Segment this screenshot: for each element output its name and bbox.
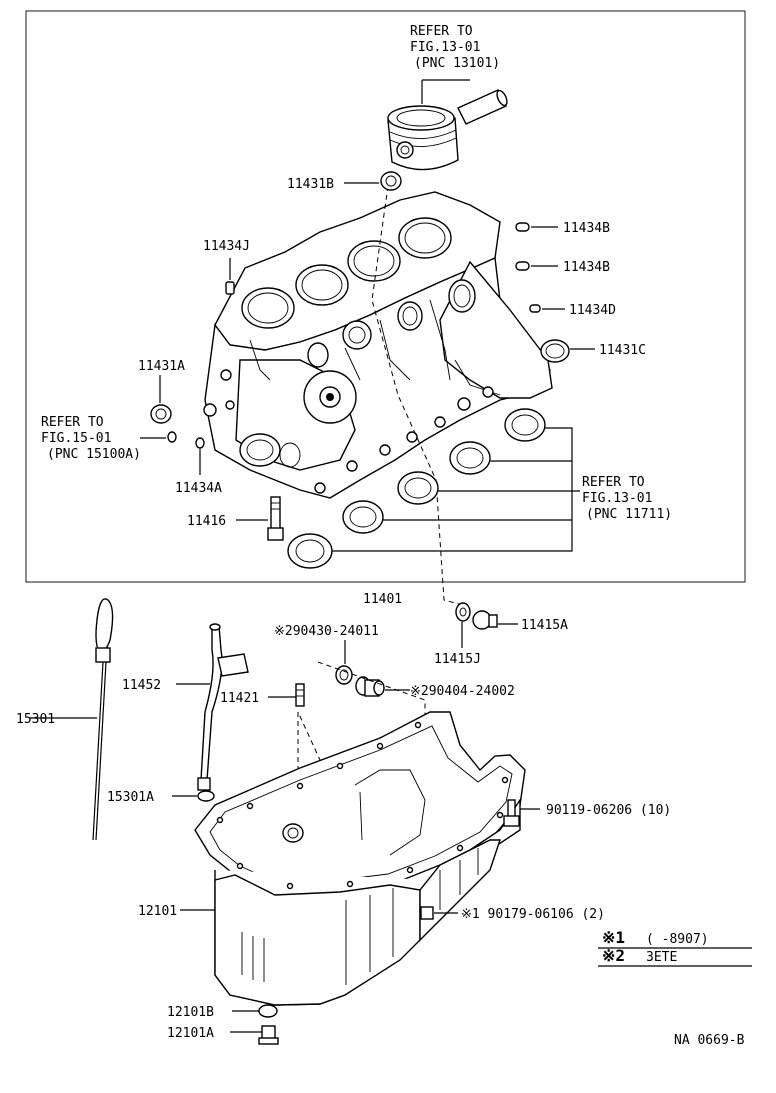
dowel-11434B-1 [515, 222, 530, 232]
label-11434B-1: 11434B [563, 221, 610, 236]
drain-plug-12101A [258, 1025, 279, 1045]
label-11434A: 11434A [175, 481, 222, 496]
refer-piston-line1: REFER TO [410, 24, 473, 39]
label-90119-06206: 90119-06206 (10) [546, 803, 671, 818]
label-11416: 11416 [187, 514, 226, 529]
bore-4 [398, 217, 452, 259]
gasket-11415J [455, 602, 471, 622]
label-12101B: 12101B [167, 1005, 214, 1020]
cylinder-block-group-frame [25, 10, 746, 583]
label-12101A: 12101A [167, 1026, 214, 1041]
applicability-legend: ※1 ( -8907) ※2 3ETE [598, 928, 752, 967]
label-11415A: 11415A [521, 618, 568, 633]
union-290404 [355, 676, 385, 697]
dowel-11434J [225, 281, 235, 295]
label-15301A: 15301A [107, 790, 154, 805]
label-15301: 15301 [16, 712, 55, 727]
bore-1 [241, 287, 295, 329]
refer-pump-line1: REFER TO [41, 415, 104, 430]
plug-11431A [150, 404, 172, 424]
legend-mark-2: ※2 [602, 946, 625, 965]
legend-text-1: ( -8907) [646, 932, 709, 947]
refer-piston-line2: FIG.13-01 [410, 40, 480, 55]
piston-illustration [387, 105, 459, 171]
figure-code: NA 0669-B [674, 1033, 745, 1048]
legend-text-2: 3ETE [646, 950, 677, 965]
refer-piston-line3: (PNC 13101) [414, 56, 500, 71]
label-11415J: 11415J [434, 652, 481, 667]
bolt-11416 [267, 496, 284, 541]
cylinder-block-illustration [203, 191, 553, 499]
refer-pump-line2: FIG.15-01 [41, 431, 111, 446]
label-11401: 11401 [363, 592, 402, 607]
label-11431B: 11431B [287, 177, 334, 192]
label-11452: 11452 [122, 678, 161, 693]
bolt-90119 [503, 799, 520, 827]
label-290430-24011: ※290430-24011 [274, 624, 379, 639]
label-11434J: 11434J [203, 239, 250, 254]
o-ring-15301A [197, 790, 215, 802]
gasket-290430 [335, 665, 353, 685]
main-bearing-set [287, 408, 546, 569]
bore-3 [347, 240, 401, 282]
label-11434B-2: 11434B [563, 260, 610, 275]
gasket-12101B [258, 1004, 278, 1018]
label-11431C: 11431C [599, 343, 646, 358]
oil-level-gauge-15301 [92, 598, 114, 841]
label-90179-06106: ※1 90179-06106 (2) [461, 907, 605, 922]
pin-11434D [529, 304, 541, 313]
bore-2 [295, 264, 349, 306]
plug-11415A [472, 610, 498, 630]
refer-pump-line3: (PNC 15100A) [47, 447, 141, 462]
dowel-11434B-2 [515, 261, 530, 271]
refer-bearing-line2: FIG.13-01 [582, 491, 652, 506]
label-11431A: 11431A [138, 359, 185, 374]
plug-11431B [380, 171, 402, 191]
label-12101: 12101 [138, 904, 177, 919]
gauge-guide-11452 [197, 623, 249, 791]
plug-11431C [540, 339, 570, 363]
label-11421: 11421 [220, 691, 259, 706]
pin-11434A [195, 437, 205, 449]
stud-11421 [295, 683, 305, 707]
label-290404-24002: ※290404-24002 [410, 684, 515, 699]
legend-mark-1: ※1 [602, 928, 625, 947]
oil-pan-12101 [194, 711, 526, 1006]
refer-bearing-line3: (PNC 11711) [586, 507, 672, 522]
bolt-90179 [420, 906, 434, 920]
piston-pin-illustration [457, 89, 508, 125]
label-11434D: 11434D [569, 303, 616, 318]
refer-bearing-line1: REFER TO [582, 475, 645, 490]
